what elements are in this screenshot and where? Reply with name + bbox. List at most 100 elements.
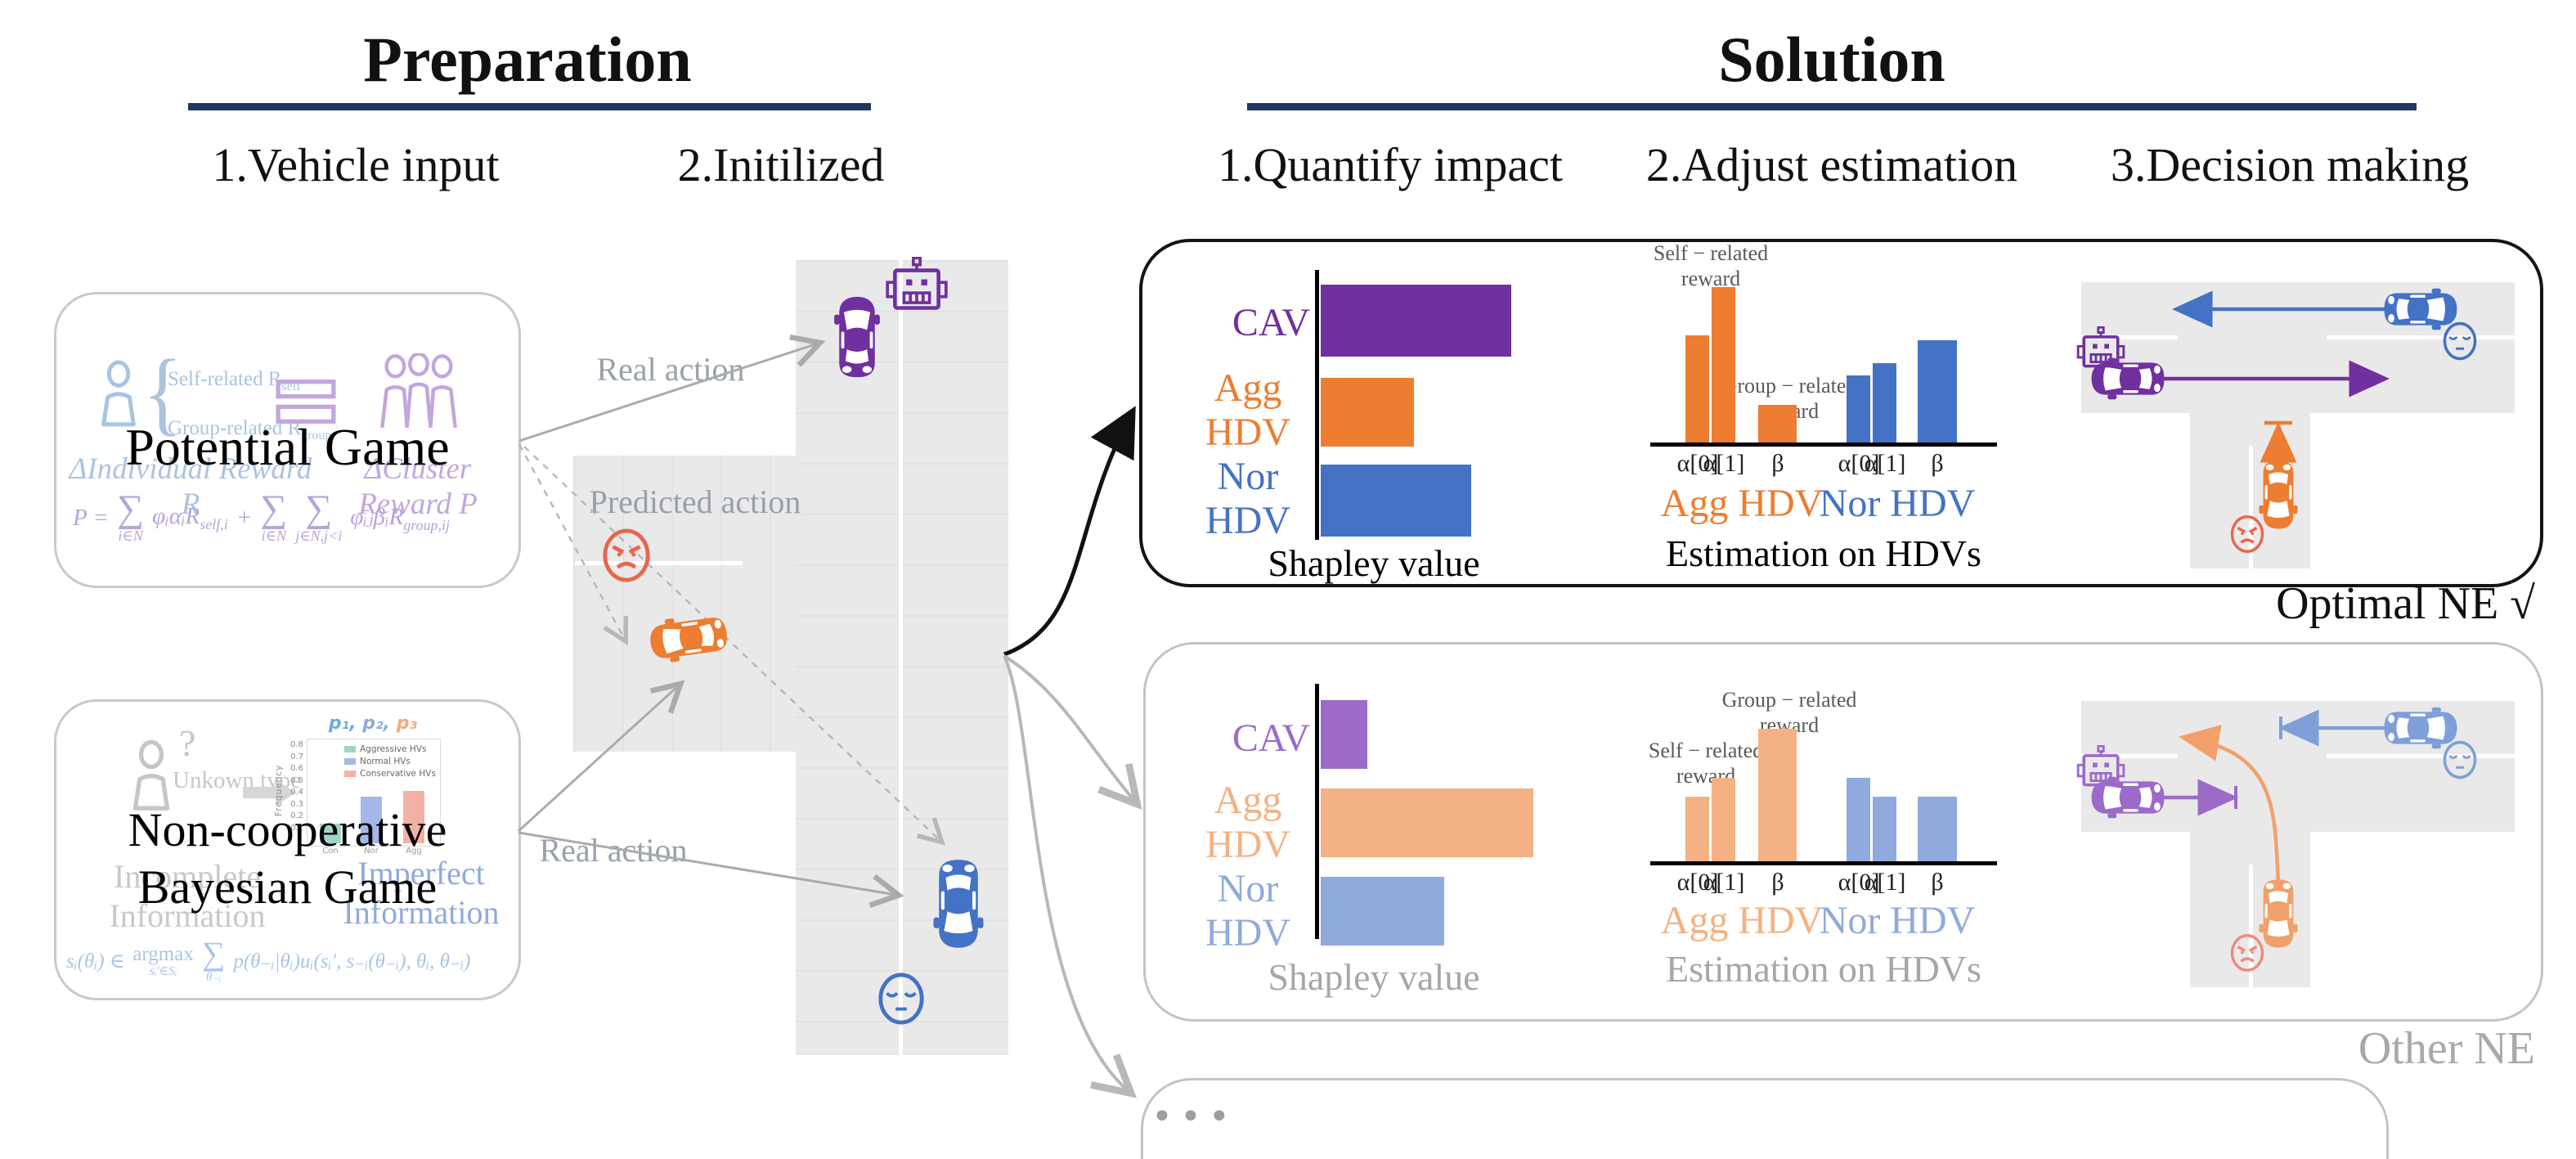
preparation-underline [188, 103, 871, 110]
shapley1-bar-nor [1321, 465, 1511, 537]
right-block-arrow-icon [243, 779, 296, 806]
cav-car-icon [2091, 357, 2165, 400]
real-action-label-bottom: Real action [539, 832, 688, 869]
shapley2-title: Shapley value [1268, 956, 1480, 998]
shapley2-bar-agg [1321, 788, 1533, 857]
imperfect-information-text: Imperfect Information [343, 855, 500, 931]
shapley1-cav-label: CAV [1232, 301, 1310, 344]
estimation2-tick-agg-b: β [1771, 869, 1784, 896]
incomplete-information-text: Incomplete Information [109, 858, 266, 934]
estimation2-tick-nor-a1: α[1] [1864, 869, 1906, 896]
estimation1-tick-nor-a1: α[1] [1864, 450, 1906, 477]
shapley2-cav-label: CAV [1232, 717, 1310, 760]
estimation1-nor-bar-a1 [1873, 287, 1896, 442]
mini-xlabel-agg: Agg [406, 847, 422, 856]
estimation1-baseline [1650, 442, 1997, 447]
bayesian-game-title: Non-cooperative Bayesian Game [128, 803, 447, 914]
estimation2-nor-bar-a0 [1847, 729, 1870, 861]
step-decision-making: 3.Decision making [2110, 138, 2470, 191]
estimation2-agg-bar-a1 [1712, 729, 1735, 861]
estimation2-tick-nor-a0: α[0] [1838, 869, 1880, 896]
estimation1-agg-bar-a1 [1712, 287, 1735, 442]
step-quantify-impact: 1.Quantify impact [1217, 138, 1563, 191]
mini-bar-con [320, 752, 341, 843]
shapley1-title: Shapley value [1268, 542, 1480, 584]
brace-icon: { [143, 339, 182, 445]
decision-scene-other [2076, 701, 2515, 987]
mini-bar-nor [361, 752, 382, 843]
agg-hdv-car-icon [2259, 460, 2298, 529]
prep-road-centerline [899, 260, 903, 1055]
nor-hdv-car-icon [2384, 288, 2457, 330]
estimation2-tick-agg-a1: α[1] [1703, 869, 1745, 896]
other-ne-label: Other NE [2358, 1023, 2535, 1074]
estimation1-tick-agg-a0: α[0] [1676, 450, 1719, 477]
estimation1-tick-agg-a1: α[1] [1703, 450, 1745, 477]
mini-chart-legend: Aggressive HVs Normal HVs Conservative H… [344, 743, 436, 779]
cav-car-icon [2091, 776, 2165, 819]
shapley2-bar-nor [1321, 877, 1533, 946]
bayesian-game-box: ? Unkown type p₁, p₂, p₃ 0.8 0.7 0.6 0.5… [54, 699, 521, 1000]
estimation1-tick-agg-b: β [1771, 450, 1784, 477]
optimal-ne-label: Optimal NE √ [2276, 578, 2535, 629]
mini-bar-agg [403, 752, 424, 843]
legend-swatch-conservative [344, 770, 356, 777]
estimation1-nor-bar-a0 [1847, 287, 1870, 442]
estimation2-title: Estimation on HDVs [1666, 948, 1981, 990]
step-vehicle-input: 1.Vehicle input [212, 138, 500, 191]
estimation2-agg-bar-b [1758, 729, 1797, 861]
potential-game-title: Potential Game [125, 418, 450, 476]
preparation-title: Preparation [363, 24, 692, 95]
estimation1-tick-nor-a0: α[0] [1838, 450, 1880, 477]
self-reward-label: Self-related Rself [168, 368, 301, 393]
estimation1-agg-bar-a0 [1685, 287, 1709, 442]
mini-chart-yticks: 0.8 0.7 0.6 0.5 0.4 0.3 0.2 0.1 [290, 740, 303, 833]
solution-underline [1247, 103, 2417, 110]
estimation1-nor-bar-b [1918, 287, 1957, 442]
real-action-label-top: Real action [596, 351, 745, 388]
shapley1-axis [1315, 270, 1319, 540]
estimation2-tick-nor-b: β [1931, 869, 1944, 896]
individual-reward-text: ΔIndividual Reward R [69, 452, 312, 521]
shapley2-bar-cav [1321, 700, 1533, 769]
estimation1-title: Estimation on HDVs [1666, 532, 1981, 574]
legend-swatch-aggressive [344, 745, 356, 752]
potential-formula: P = ∑i∈N φᵢαᵢRself,i + ∑i∈N ∑j∈N,j<i φ̄ᵢ… [73, 488, 451, 545]
ellipsis-indicator: ••• [1151, 1096, 1237, 1138]
to-optimal-ne-arrow [1003, 406, 1136, 657]
estimation2-nor-bar-a1 [1873, 729, 1896, 861]
mini-xlabel-con: Con [322, 847, 339, 856]
estimation2-tick-agg-a0: α[0] [1676, 869, 1719, 896]
potential-game-box: { Self-related Rself Group-related Rgrou… [54, 292, 521, 588]
shapley1-bar-agg [1321, 378, 1511, 447]
shapley2-axis [1315, 684, 1319, 939]
estimation2-agg-hdv-label: Agg HDV [1660, 899, 1824, 942]
mini-xlabel-nor: Nor [364, 847, 379, 856]
estimation2-baseline [1650, 861, 1997, 865]
legend-swatch-normal [344, 757, 356, 765]
shapley1-bar-cav [1321, 285, 1511, 357]
question-mark: ? [179, 722, 196, 764]
estimation2-nor-bar-b [1918, 729, 1957, 861]
type-probability-title: p₁, p₂, p₃ [328, 713, 418, 734]
estimation1-agg-hdv-label: Agg HDV [1660, 482, 1824, 525]
decision-scene-optimal [2076, 282, 2515, 568]
cluster-reward-text: ΔCluster Reward P [358, 452, 478, 521]
agg-hdv-car-icon [2259, 879, 2298, 948]
estimation1-agg-bar-b [1758, 287, 1797, 442]
to-more-ne-arrow [1003, 655, 1138, 1098]
prep-road-leftline [575, 561, 743, 565]
estimation1-nor-hdv-label: Nor HDV [1819, 482, 1976, 525]
estimation2-agg-bar-a0 [1685, 729, 1709, 861]
estimation1-tick-nor-b: β [1931, 450, 1944, 477]
step-adjust-estimation: 2.Adjust estimation [1645, 138, 2018, 191]
predicted-action-label: Predicted action [589, 483, 801, 520]
